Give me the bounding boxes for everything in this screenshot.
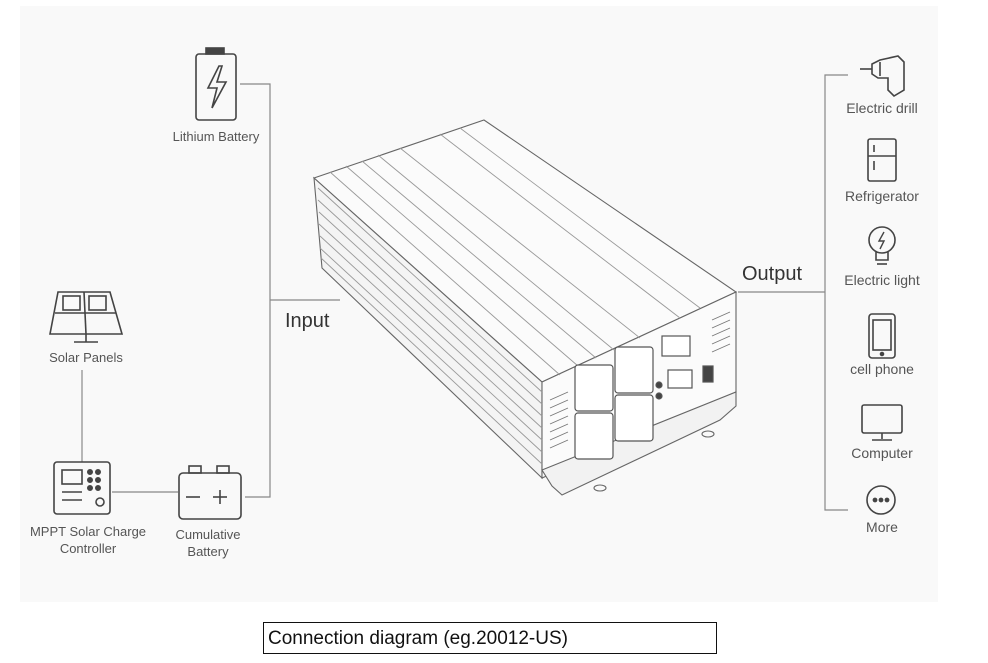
charge-controller-label-line1: MPPT Solar Charge — [29, 524, 147, 539]
charge-controller-label: MPPT Solar Charge Controller — [16, 523, 160, 557]
drill-icon — [860, 55, 905, 98]
cell-phone-icon — [868, 313, 896, 359]
input-bus-line — [240, 83, 271, 498]
cumulative-battery-label: Cumulative Battery — [160, 526, 256, 560]
lithium-battery-icon — [195, 47, 237, 121]
electric-drill-label: Electric drill — [846, 100, 918, 116]
cumulative-battery-label-line1: Cumulative — [175, 527, 241, 542]
solar-panel-icon — [49, 291, 124, 343]
refrigerator-label: Refrigerator — [845, 188, 919, 204]
more-icon — [866, 485, 896, 515]
battery-icon — [178, 465, 242, 520]
refrigerator-icon — [867, 138, 897, 182]
light-bulb-icon — [868, 226, 896, 265]
input-label: Input — [285, 310, 330, 332]
cell-phone-label: cell phone — [850, 361, 914, 377]
computer-icon — [861, 404, 903, 441]
computer-label: Computer — [851, 445, 913, 461]
charge-controller-icon — [53, 461, 111, 515]
charge-controller-label-line2: Controller — [59, 541, 117, 556]
connector-lines — [81, 74, 848, 511]
solar-panels-label: Solar Panels — [49, 350, 123, 365]
cumulative-battery-label-line2: Battery — [187, 544, 229, 559]
lithium-battery-label: Lithium Battery — [172, 129, 260, 144]
more-label: More — [866, 519, 898, 535]
caption-box: Connection diagram (eg.20012-US) — [263, 622, 717, 654]
electric-light-label: Electric light — [844, 272, 920, 288]
output-label: Output — [742, 263, 803, 285]
power-inverter-icon — [312, 119, 738, 496]
caption-text: Connection diagram (eg.20012-US) — [268, 628, 568, 649]
